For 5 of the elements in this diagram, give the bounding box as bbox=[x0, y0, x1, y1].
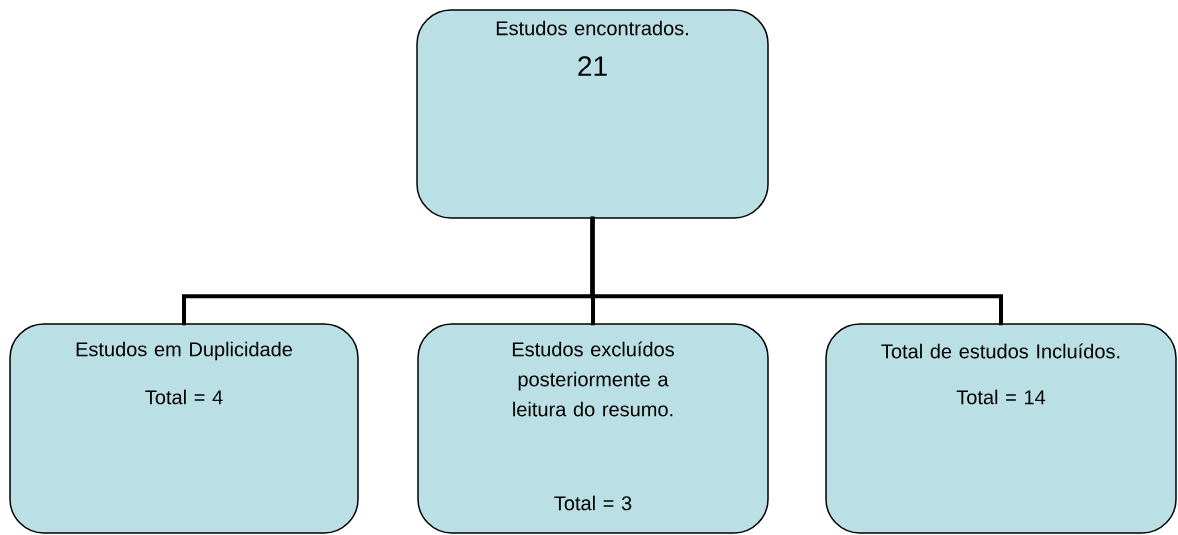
process-box: Estudos excluídos posteriormente a leitura do resumo. Total = 3 bbox=[417, 323, 769, 534]
connector-line bbox=[590, 216, 1003, 326]
process-box: Estudos em Duplicidade Total = 4 bbox=[9, 323, 359, 534]
process-box: Estudos encontrados. 21 bbox=[416, 9, 769, 219]
process-box: Total de estudos Incluídos. Total = 14 bbox=[825, 323, 1177, 534]
